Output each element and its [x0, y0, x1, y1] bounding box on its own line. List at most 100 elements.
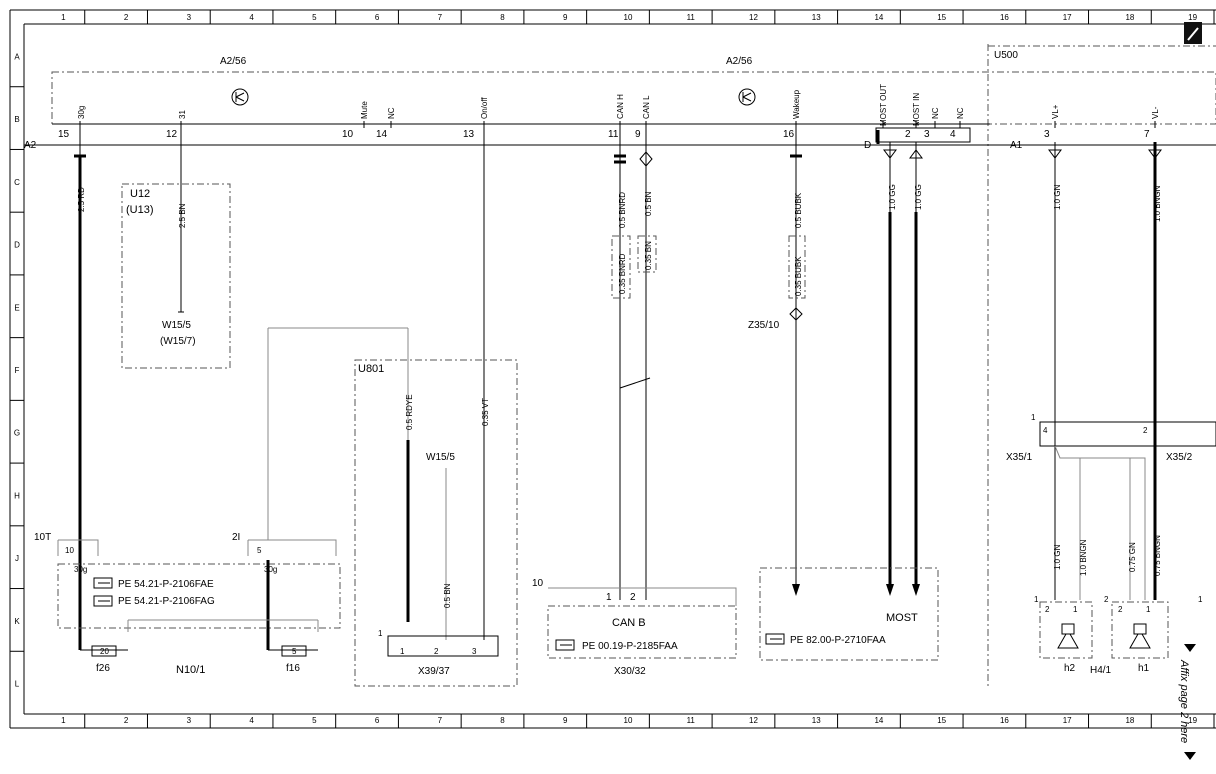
- grid-column-label: 17: [1063, 13, 1072, 22]
- grid-row-label: K: [14, 617, 20, 626]
- u801-module: U801 0.5 RDYE 0.35 VT W15/5 0.5 BN 1 1 2…: [354, 128, 518, 687]
- grid-column-label: 2: [124, 716, 129, 725]
- pin-number: 1: [400, 647, 405, 656]
- pin-most-out: MOST OUT: [879, 84, 888, 126]
- a2-56-label-left: A2/56: [220, 56, 247, 67]
- grid-column-label: 12: [749, 13, 758, 22]
- grid-column-label: 7: [438, 716, 443, 725]
- pin-number: 4: [950, 129, 956, 140]
- grid-column-label: 17: [1063, 716, 1072, 725]
- arrow-down-icon: [1184, 752, 1196, 760]
- u500-speaker-circuit: 1.0 GN 1.0 BNGN 1 4 2 X35/1 X35/2 1.0 GN…: [1006, 142, 1216, 676]
- a2-label: A2: [24, 140, 37, 151]
- h4-1-label: H4/1: [1090, 665, 1112, 676]
- pin-stubs: [79, 121, 1156, 128]
- grid-column-ticks: [84, 10, 1215, 728]
- pin-31: 31: [178, 110, 187, 119]
- pin-number: 12: [166, 129, 178, 140]
- pin-number: 5: [257, 546, 262, 555]
- grid-column-label: 7: [438, 13, 443, 22]
- reference-link: PE 00.19-P-2185FAA: [582, 641, 678, 652]
- pin-number: 10: [342, 129, 354, 140]
- grid-column-label: 1: [61, 13, 66, 22]
- wire-label: 0.35 BNRD: [618, 253, 627, 294]
- can-b-circuit: 0.5 BNRD 0.5 BN 0.35 BNRD 0.35 BN 10 1 2…: [532, 128, 737, 677]
- pin-number: 15: [58, 129, 70, 140]
- transistor-icon: [738, 88, 756, 106]
- pin-number: 1: [378, 629, 383, 638]
- wire-label: 0.75 GN: [1128, 542, 1137, 572]
- grid-column-label: 13: [812, 716, 821, 725]
- reference-link: PE 54.21-P-2106FAG: [118, 596, 215, 607]
- grid-column-label: 10: [624, 716, 633, 725]
- grid-column-label: 4: [249, 13, 254, 22]
- wire-label: 1.0 GG: [914, 184, 923, 210]
- pin-number: 9: [635, 129, 641, 140]
- grid-column-label: 6: [375, 13, 380, 22]
- most-label: MOST: [886, 612, 918, 624]
- wire-label: 1.0 BNGN: [1079, 539, 1088, 576]
- pin-number: 1: [1198, 595, 1203, 604]
- pin-number: 16: [783, 129, 795, 140]
- wire-label: 0.35 BUBK: [794, 256, 803, 296]
- grid-column-label: 16: [1000, 13, 1009, 22]
- wire-label: 2.5 BN: [178, 203, 187, 228]
- circuit-31: 2.5 BN U12 (U13) W15/5 (W15/7): [121, 128, 231, 369]
- reference-hand-icon: [555, 639, 575, 651]
- f16-label: f16: [286, 663, 300, 674]
- h1-label: h1: [1138, 663, 1150, 674]
- x35-1-label: X35/1: [1006, 452, 1033, 463]
- x30-32-label: X30/32: [614, 666, 646, 677]
- grid-row-label: E: [14, 303, 19, 312]
- wire-label: 0.5 BNRD: [618, 192, 627, 228]
- grid-column-label: 11: [687, 13, 696, 22]
- pin-number: 10: [65, 546, 74, 555]
- pin-mute: Mute: [360, 101, 369, 119]
- pin-vl-plus: VL+: [1051, 104, 1060, 119]
- grid-row-label: A: [14, 52, 20, 61]
- grid-column-label: 18: [1125, 716, 1134, 725]
- u801-label: U801: [358, 363, 384, 375]
- reference-hand-icon: [765, 633, 785, 645]
- w15-5-label: W15/5: [426, 452, 455, 463]
- grid-column-label: 3: [187, 716, 192, 725]
- edit-pencil-icon[interactable]: [1184, 22, 1202, 44]
- affix-note: Affix page 2 here: [1178, 659, 1190, 743]
- wire-label: 0.5 RDYE: [405, 394, 414, 430]
- pin-number: 1: [1073, 605, 1078, 614]
- pin-number: 4: [1043, 426, 1048, 435]
- grid-column-label: 8: [500, 716, 505, 725]
- grid-column-label: 19: [1188, 13, 1197, 22]
- grid-column-label: 3: [187, 13, 192, 22]
- arrow-down-icon: [1184, 644, 1196, 652]
- wire-label: 1.0 BNGN: [1153, 185, 1162, 222]
- wire-label: 1.0 GN: [1053, 184, 1062, 210]
- grid-column-label: 18: [1125, 13, 1134, 22]
- reference-link: PE 82.00-P-2710FAA: [790, 635, 886, 646]
- n10-1-label: N10/1: [176, 664, 205, 676]
- grid-column-label: 9: [563, 13, 568, 22]
- w15-5-label: W15/5: [162, 320, 191, 331]
- grid-column-label: 1: [61, 716, 66, 725]
- pin-number: 2: [434, 647, 439, 656]
- terminal-label: 10T: [34, 532, 51, 543]
- grid-row-label: J: [15, 554, 19, 563]
- grid-column-label: 11: [687, 716, 696, 725]
- reference-link: PE 54.21-P-2106FAE: [118, 579, 214, 590]
- wire-label: 0.35 VT: [481, 398, 490, 426]
- grid-row-label: G: [14, 429, 20, 438]
- pin-number: 2: [1118, 605, 1123, 614]
- n10-1-fuse-box: 10T 2I 10 5 30g 30g 20 5 f26 f16 N10/1 P…: [34, 327, 409, 676]
- pin-number: 10: [532, 578, 544, 589]
- diagram-frame: [9, 9, 1216, 729]
- d-label: D: [864, 140, 871, 151]
- pin-number: 2: [905, 129, 911, 140]
- pin-number: 1: [606, 592, 612, 603]
- wire-label: 2.5 RD: [77, 187, 86, 212]
- pin-number: 3: [1044, 129, 1050, 140]
- u12-label: U12: [130, 188, 150, 200]
